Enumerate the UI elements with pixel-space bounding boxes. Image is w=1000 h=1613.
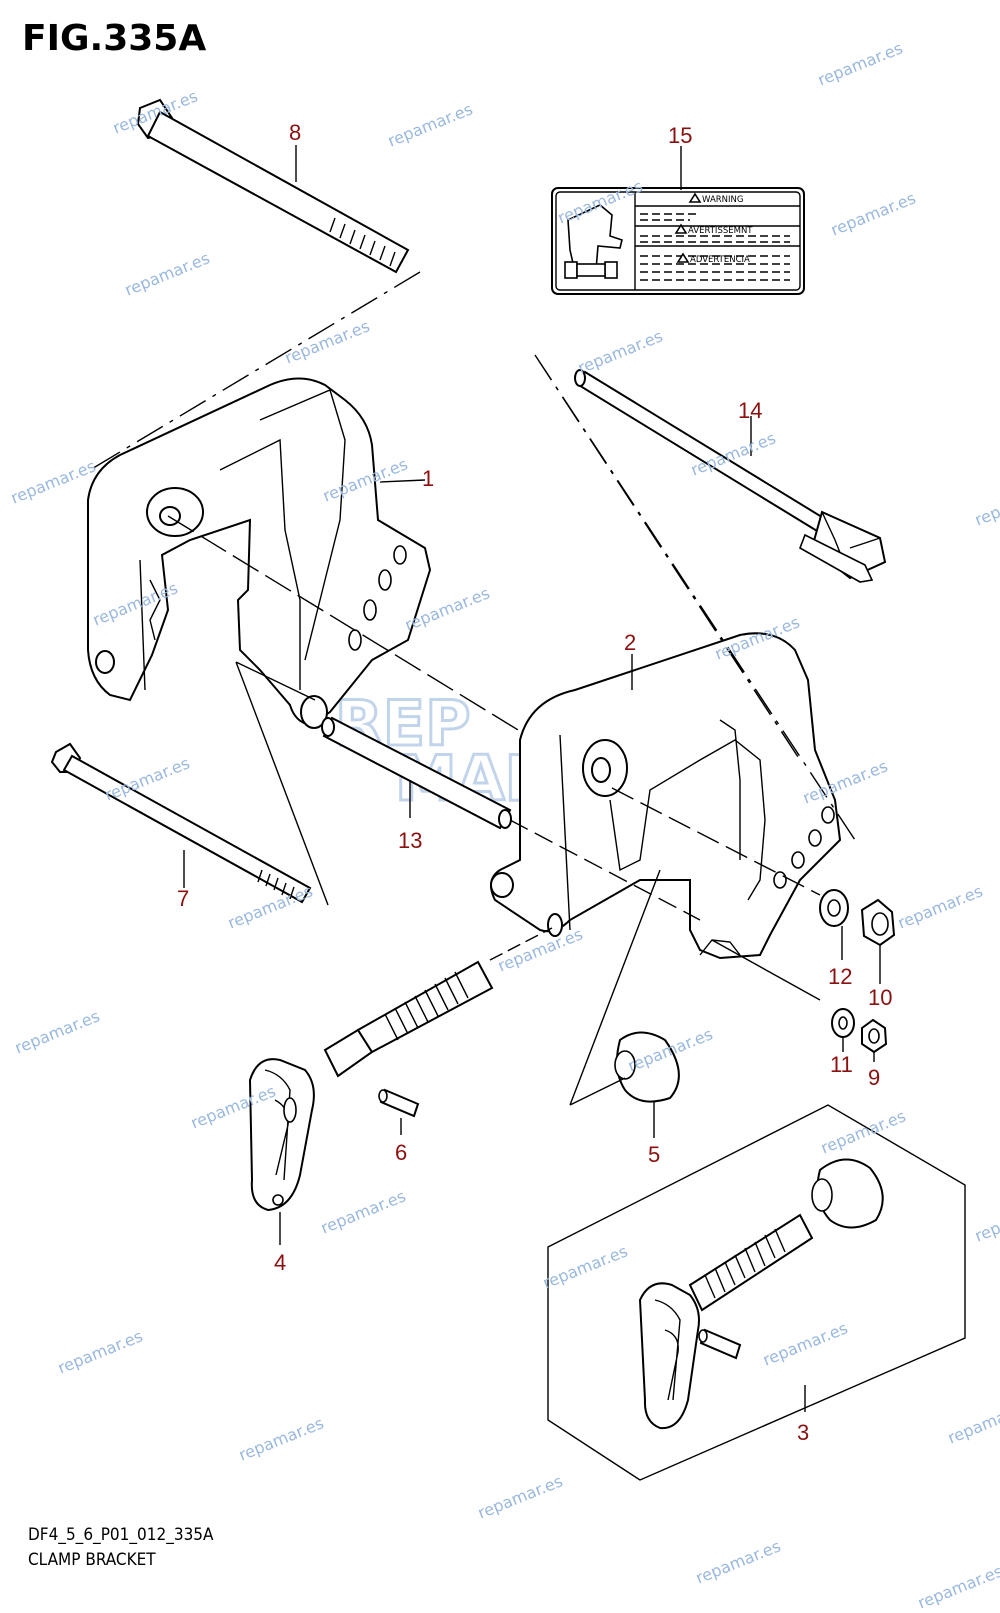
part-15-warning-label: WARNING AVERTISSEMNT ADVERTENCIA [551,187,805,295]
label-warning-text: WARNING [702,195,743,205]
part-10-nut [860,898,896,947]
part-13-pin [321,716,512,830]
callout-5: 5 [648,1142,660,1167]
part-6-pin [378,1088,420,1118]
figure-title: FIG.335A [22,18,207,59]
clamp-screw [323,913,563,1078]
part-3-assembly-box [547,1104,966,1481]
callout-11: 11 [830,1052,853,1077]
callout-2: 2 [624,630,636,655]
callout-numbers: 1 2 3 4 5 6 7 8 9 10 11 12 13 14 15 [177,120,892,1445]
callout-4: 4 [274,1250,286,1275]
callout-10: 10 [868,985,892,1010]
part-9-nut [861,1018,888,1054]
part-7-bolt [50,742,312,904]
callout-8: 8 [289,120,301,145]
leader-lines [183,145,881,1412]
callout-13: 13 [398,828,422,853]
part-4-handle [248,1058,315,1212]
label-avertissement-text: AVERTISSEMNT [688,226,753,236]
part-8-bolt [136,98,410,274]
callout-1: 1 [422,466,434,491]
part-12-washer [819,889,849,927]
part-1-clamp-bracket-left [87,377,432,729]
callout-14: 14 [738,398,762,423]
label-advertencia-text: ADVERTENCIA [690,255,750,265]
callout-15: 15 [668,123,692,148]
part-5-pad [614,1031,680,1103]
callout-7: 7 [177,886,189,911]
caption-code: DF4_5_6_P01_012_335A [28,1525,214,1545]
callout-9: 9 [868,1065,880,1090]
callout-6: 6 [395,1140,407,1165]
part-14-cord [574,369,887,583]
caption-name: CLAMP BRACKET [28,1550,156,1570]
callout-3: 3 [797,1420,809,1445]
callout-12: 12 [828,964,852,989]
part-2-clamp-bracket-right [490,632,842,960]
part-11-washer [831,1008,855,1038]
